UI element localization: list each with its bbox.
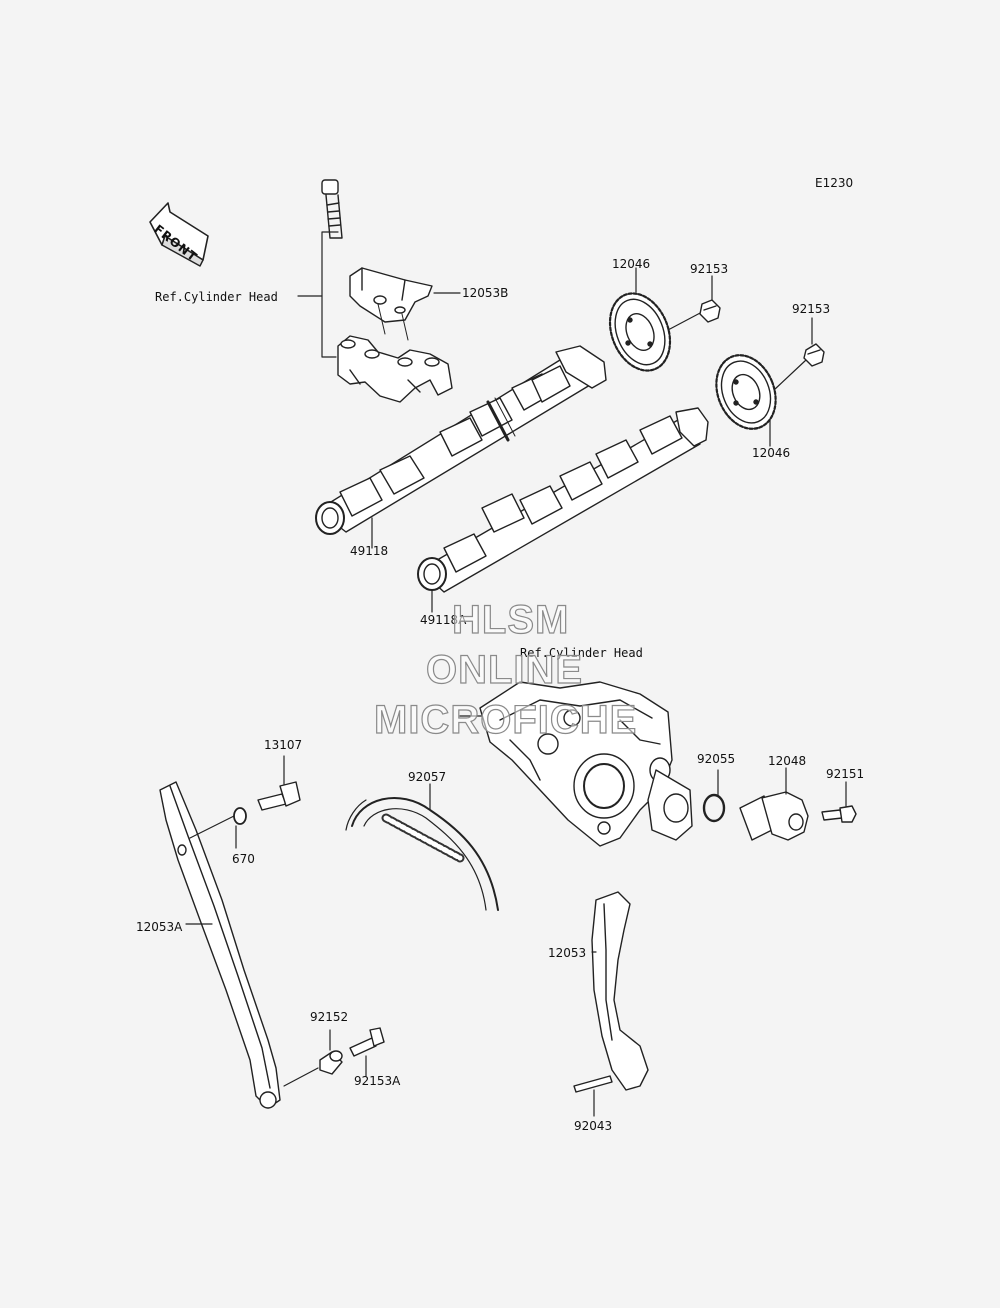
intake-sprocket-icon [608,292,672,372]
tensioner-guide-icon [159,781,281,1109]
diagram-code: E1230 [815,176,854,190]
pin-icon [573,1075,613,1093]
part-label-49118a[interactable]: 49118A [420,613,467,627]
part-label-12046-exhaust[interactable]: 12046 [752,446,791,460]
watermark-line-1: HLSM [451,597,570,642]
chain-tensioner-icon [739,791,809,841]
part-label-92057[interactable]: 92057 [408,770,447,784]
part-label-49118[interactable]: 49118 [350,544,389,558]
part-label-12053b[interactable]: 12053B [462,286,509,300]
sprocket-bolt-icon [803,343,825,367]
exhaust-sprocket-icon [715,354,777,430]
cam-chain-icon [345,797,499,911]
part-label-12046-intake[interactable]: 12046 [612,257,651,271]
holder-lower-icon [337,335,453,403]
part-label-12053a[interactable]: 12053A [136,920,183,934]
part-label-92153-exhaust[interactable]: 92153 [792,302,831,316]
part-label-13107[interactable]: 13107 [264,738,303,752]
part-label-92152[interactable]: 92152 [310,1010,349,1024]
part-label-92153a[interactable]: 92153A [354,1074,401,1088]
exhaust-camshaft-icon [417,407,709,593]
guide-bolt-icon [257,781,301,811]
o-ring-icon [702,793,726,823]
pivot-bolt-icon [349,1027,385,1057]
watermark-line-3: MICROFICHE [373,697,638,742]
part-label-92153-intake[interactable]: 92153 [690,262,729,276]
part-label-92151[interactable]: 92151 [826,767,865,781]
cylinder-head-icon [479,681,693,847]
ref-label-cylinder-head-top: Ref.Cylinder Head [155,290,278,304]
collar-icon [319,1050,343,1075]
intake-camshaft-icon [315,345,607,535]
part-label-670[interactable]: 670 [232,852,255,866]
part-label-12053[interactable]: 12053 [548,946,587,960]
part-label-92055[interactable]: 92055 [697,752,736,766]
sprocket-bolt-icon [699,299,721,323]
part-label-92043[interactable]: 92043 [574,1119,613,1133]
part-label-12048[interactable]: 12048 [768,754,807,768]
washer-icon [233,807,247,825]
front-arrow-icon [149,202,209,267]
chain-guide-icon [591,891,649,1091]
watermark-line-2: ONLINE [425,647,584,692]
holder-bolt-icon [321,179,343,239]
camshaft-holder-icon [349,267,433,323]
ref-label-cylinder-head-mid: Ref.Cylinder Head [520,646,643,660]
tensioner-bolt-icon [821,805,857,823]
